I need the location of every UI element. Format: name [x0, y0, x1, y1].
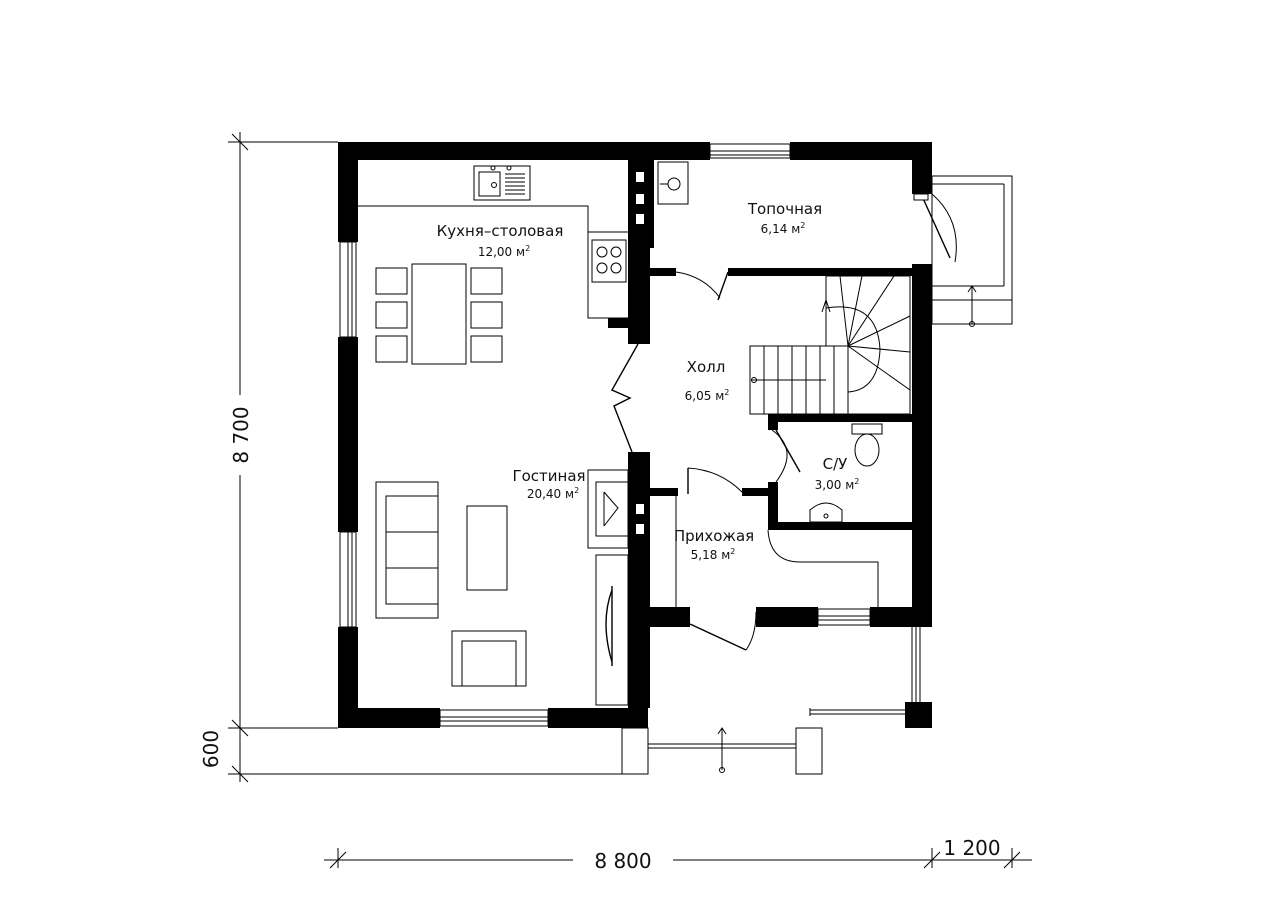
armchair [451, 630, 527, 687]
hall-name: Холл [687, 358, 726, 376]
boiler-area: 6,14 м2 [761, 221, 806, 236]
entrance-name: Прихожая [674, 527, 754, 545]
dimension-width-terrace: 1 200 [943, 836, 1000, 860]
living-area: 20,40 м2 [527, 486, 579, 501]
bathroom-name: С/У [823, 455, 848, 473]
vent-openings [636, 172, 644, 534]
room-labels: Кухня–столовая 12,00 м2 Топочная 6,14 м2… [437, 200, 860, 562]
window-bottom-living [439, 709, 549, 727]
window-entrance [817, 608, 871, 626]
window-left-kitchen [339, 241, 357, 338]
tv-unit [595, 554, 629, 706]
dimension-labels: 8 700 600 8 800 1 200 [199, 406, 1001, 873]
entrance-area: 5,18 м2 [691, 547, 736, 562]
kitchen-counter [358, 205, 628, 319]
door-bathroom [771, 429, 801, 483]
toilet-icon [851, 423, 883, 467]
dimension-height-main: 8 700 [229, 406, 253, 463]
coffee-table [466, 505, 508, 591]
door-boiler-outer [913, 193, 957, 263]
living-name: Гостиная [512, 467, 585, 485]
door-front [689, 611, 757, 651]
wardrobe [675, 496, 879, 607]
porch [621, 727, 823, 775]
door-kitchen-folding [611, 343, 639, 453]
dimension-width-main: 8 800 [594, 849, 651, 873]
window-top [709, 143, 791, 159]
bathroom-area: 3,00 м2 [815, 477, 860, 492]
staircase [749, 275, 911, 415]
stove-icon [591, 239, 627, 283]
walls [338, 142, 932, 728]
kitchen-area: 12,00 м2 [478, 244, 530, 259]
dining-table [375, 263, 503, 365]
terrace [931, 175, 1013, 327]
sofa [375, 481, 439, 619]
door-boiler-inner [675, 271, 729, 301]
kitchen-name: Кухня–столовая [437, 222, 564, 240]
washbasin-icon [809, 502, 843, 523]
windows [339, 143, 921, 727]
hall-area: 6,05 м2 [685, 388, 730, 403]
window-right-porch [809, 627, 921, 716]
door-entrance-hall [687, 467, 743, 494]
window-left-living [339, 531, 357, 628]
boiler-name: Топочная [747, 200, 822, 218]
doors [611, 193, 957, 651]
sink-icon [473, 165, 531, 201]
boiler-icon [657, 161, 689, 205]
fireplace-icon [587, 469, 629, 549]
dimension-height-porch: 600 [199, 730, 223, 768]
